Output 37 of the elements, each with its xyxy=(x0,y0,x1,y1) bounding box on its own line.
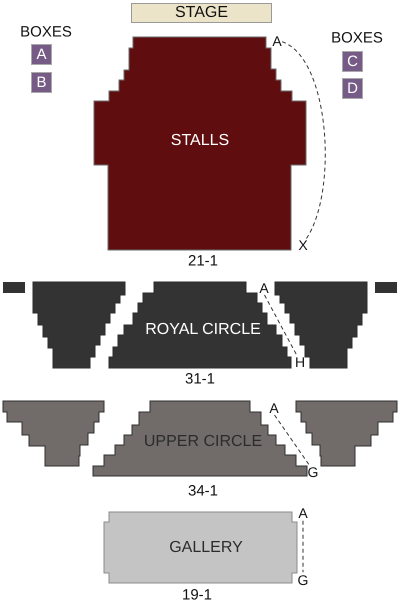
section-label: GALLERY xyxy=(169,540,243,556)
row-letter: X xyxy=(298,238,308,252)
section-label: UPPER CIRCLE xyxy=(144,434,262,450)
seating-section xyxy=(295,400,398,467)
seating-box: B xyxy=(31,72,52,93)
boxes-heading: BOXES xyxy=(20,24,72,40)
section-label: STALLS xyxy=(170,133,230,149)
row-letter: A xyxy=(269,401,279,415)
seat-range-label: 19-1 xyxy=(182,588,212,602)
row-letter: G xyxy=(308,465,318,479)
seating-section xyxy=(2,400,105,467)
row-letter: A xyxy=(272,34,282,48)
seating-section xyxy=(108,281,292,369)
section-label: ROYAL CIRCLE xyxy=(145,322,261,338)
seating-section xyxy=(92,400,308,477)
seating-box: A xyxy=(31,44,52,65)
seating-section xyxy=(32,281,126,369)
row-letter: H xyxy=(294,355,306,369)
seating-box: D xyxy=(342,78,363,99)
row-letter: G xyxy=(298,573,308,587)
seating-section xyxy=(93,36,307,251)
seating-block xyxy=(3,282,25,293)
seat-range-label: 21-1 xyxy=(188,254,218,268)
seat-range-label: 31-1 xyxy=(184,372,216,386)
dashed-line xyxy=(274,414,310,466)
seating-box: C xyxy=(342,51,363,72)
row-letter: A xyxy=(298,506,308,520)
row-letter: A xyxy=(259,281,269,295)
seating-block xyxy=(375,282,397,293)
stage-block: STAGE xyxy=(131,3,272,23)
dashed-line xyxy=(282,41,326,240)
seating-section xyxy=(274,281,368,369)
seat-range-label: 34-1 xyxy=(188,484,218,498)
dashed-line xyxy=(302,520,304,573)
seating-section xyxy=(103,511,298,584)
dashed-line xyxy=(264,294,298,356)
boxes-heading: BOXES xyxy=(331,30,383,46)
